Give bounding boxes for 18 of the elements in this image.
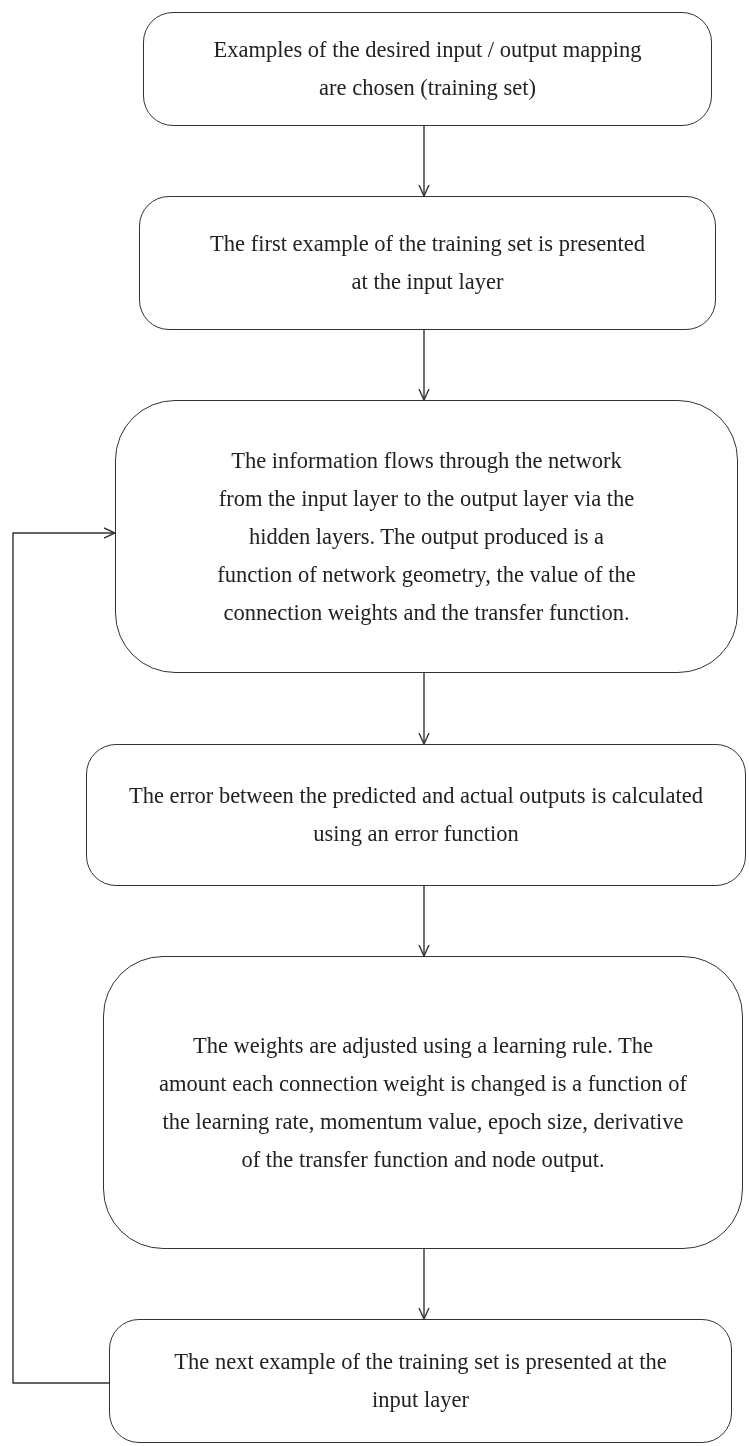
- arrow: [418, 1248, 430, 1320]
- arrow: [418, 329, 430, 401]
- step-text: The first example of the training set is presented at the input layer: [209, 230, 646, 296]
- arrow: [418, 125, 430, 197]
- step-text: The weights are adjusted using a learning rule. The amount each connection weight is changed is a function of the learning rate, momentum value, epoch size, derivative of the transfer function and node output.: [159, 1031, 687, 1174]
- process-box: [143, 12, 712, 126]
- step-text: The next example of the training set is presented at the input layer: [173, 1348, 668, 1414]
- step-text: The error between the predicted and actual outputs is calculated using an error function: [127, 782, 705, 848]
- process-box: [86, 744, 746, 886]
- step-text: Examples of the desired input / output mapping are chosen (training set): [212, 36, 643, 102]
- process-box: [109, 1319, 732, 1443]
- process-box: [103, 956, 743, 1249]
- arrow: [418, 672, 430, 745]
- process-box: [115, 400, 738, 673]
- step-text: The information flows through the network from the input layer to the output layer via the hidden layers. The output produced is a function of network geometry, the value of the connection weights and the transfer function.: [216, 446, 637, 627]
- arrow: [418, 885, 430, 957]
- feedback-arrow: [12, 527, 116, 1384]
- process-box: [139, 196, 716, 330]
